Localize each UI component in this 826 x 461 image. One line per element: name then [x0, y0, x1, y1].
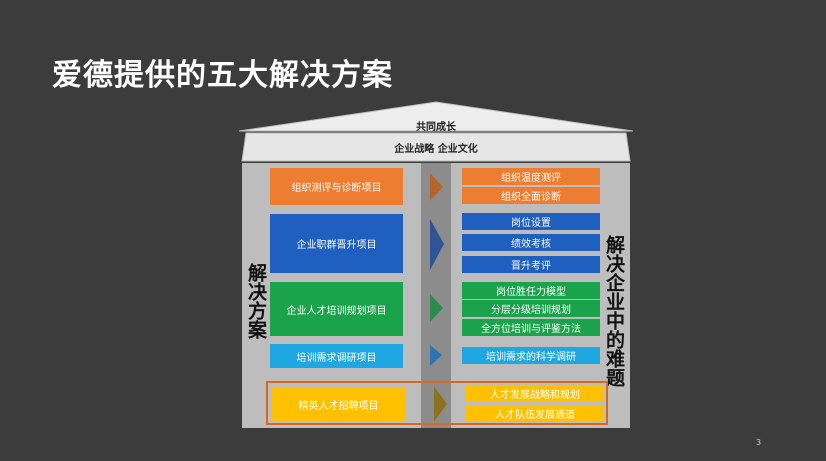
highlight-frame — [266, 381, 608, 425]
solution-org-diagnosis[interactable]: 组织全面诊断 — [462, 187, 600, 204]
solution-competency-model[interactable]: 岗位胜任力模型 — [462, 282, 600, 299]
page-number: 3 — [756, 438, 762, 447]
right-vertical-label: 解决企业中的难题 — [603, 235, 625, 387]
left-vertical-label: 解决方案 — [245, 263, 267, 339]
arrow-1 — [430, 173, 443, 201]
arrow-3 — [430, 294, 443, 322]
project-talent-training[interactable]: 企业人才培训规划项目 — [270, 282, 403, 336]
solution-needs-research[interactable]: 培训需求的科学调研 — [462, 347, 600, 364]
arrow-4 — [430, 345, 442, 366]
solution-talent-path[interactable]: 人才队伍发展通道 — [466, 405, 604, 422]
solution-training-methods[interactable]: 全方位培训与评鉴方法 — [462, 319, 600, 336]
solution-tiered-training[interactable]: 分层分级培训规划 — [462, 300, 600, 317]
arrow-column — [421, 163, 451, 428]
solution-talent-strategy[interactable]: 人才发展战略和规划 — [466, 385, 604, 402]
project-org-assessment[interactable]: 组织测评与诊断项目 — [270, 168, 403, 205]
solution-promotion-eval[interactable]: 晋升考评 — [462, 256, 600, 273]
solution-org-temperature[interactable]: 组织温度测评 — [462, 168, 600, 185]
project-elite-recruitment[interactable]: 精英人才招聘项目 — [272, 387, 405, 422]
solution-job-setting[interactable]: 岗位设置 — [462, 213, 600, 230]
solution-performance[interactable]: 绩效考核 — [462, 234, 600, 251]
slide-title: 爱德提供的五大解决方案 — [52, 58, 393, 93]
arrow-2 — [430, 219, 444, 270]
arrow-5 — [434, 386, 447, 422]
project-training-research[interactable]: 培训需求调研项目 — [270, 344, 403, 368]
project-job-promotion[interactable]: 企业职群晋升项目 — [270, 214, 403, 273]
strategy-culture-band: 企业战略 企业文化 — [394, 144, 478, 155]
roof-label: 共同成长 — [416, 122, 456, 133]
